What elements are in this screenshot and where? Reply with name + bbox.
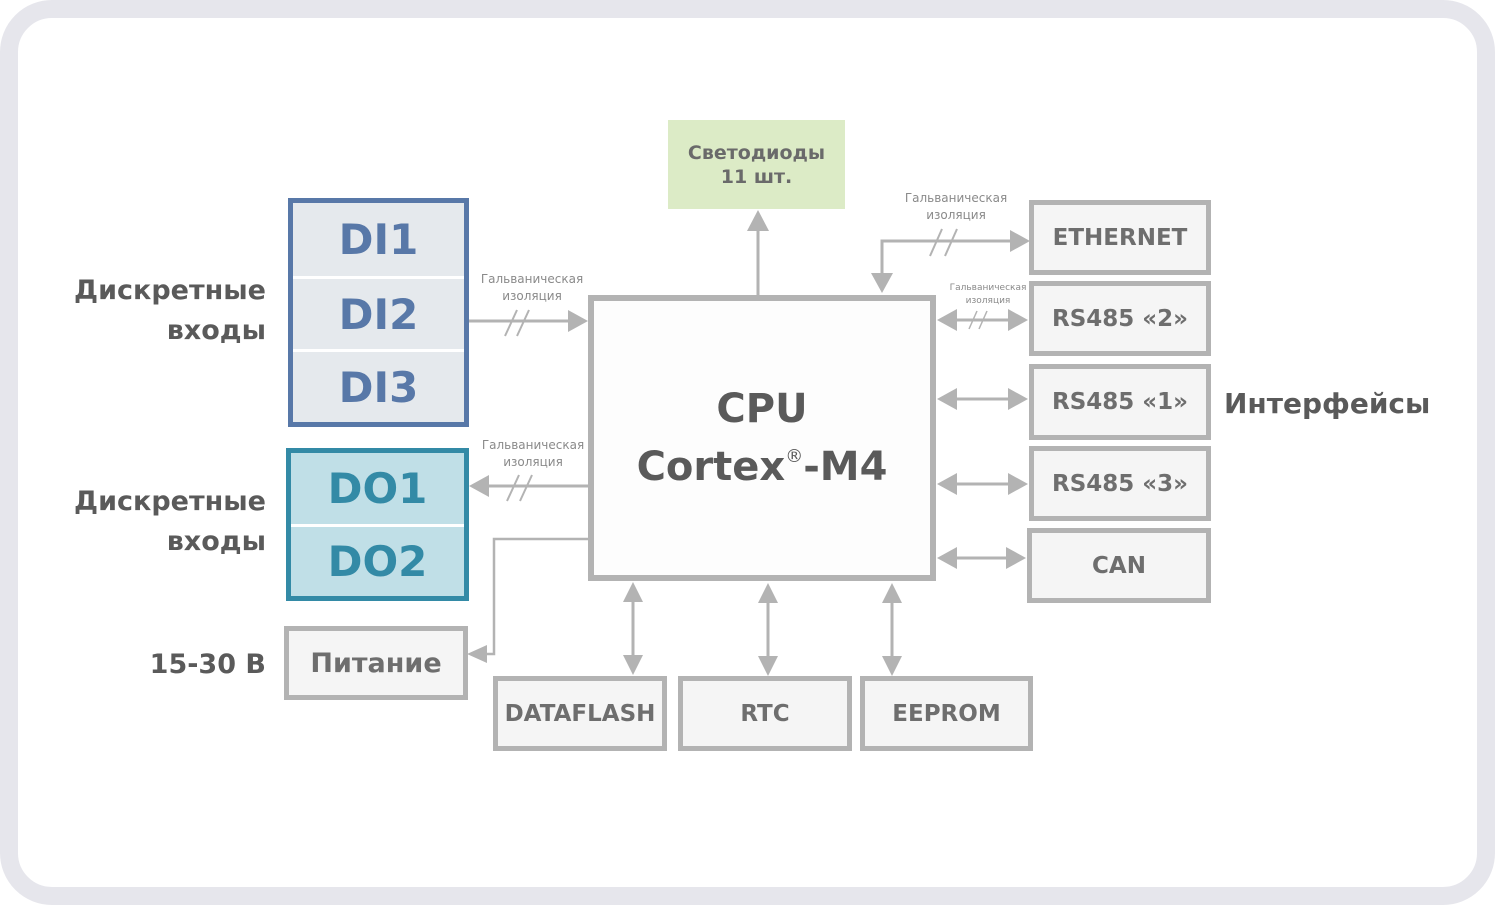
di-to-cpu-arrowhead xyxy=(568,310,588,332)
discrete-outputs-label: Дискретные входы xyxy=(46,482,266,562)
isolation-label-rs485-2: Гальваническая изоляция xyxy=(946,282,1030,308)
can-arrowhead-right xyxy=(1006,547,1026,569)
can-arrowhead-left xyxy=(937,547,957,569)
isolation-slash xyxy=(506,474,520,502)
rs485-3-arrowhead-left xyxy=(937,473,957,495)
leds-box: Светодиоды 11 шт. xyxy=(668,120,845,209)
discrete-outputs-label-line1: Дискретные xyxy=(74,486,266,517)
interface-rs485-3: RS485 «3» xyxy=(1029,446,1211,521)
power-arrowhead xyxy=(467,645,487,663)
isolation-slash xyxy=(978,310,988,330)
isolation-label-line1: Гальваническая xyxy=(904,191,1008,205)
rs485-2-arrowhead-right xyxy=(1008,309,1028,331)
rs485-3-arrowhead-right xyxy=(1008,473,1028,495)
isolation-slash xyxy=(516,309,530,337)
cpu-model: Cortex®-M4 xyxy=(637,433,888,491)
cpu-to-do-arrowhead xyxy=(469,475,489,497)
power-to-cpu-line xyxy=(485,537,588,656)
ethernet-arrowhead-right xyxy=(1010,230,1030,252)
discrete-inputs-block: DI1 DI2 DI3 xyxy=(288,198,469,427)
cpu-model-suffix: -M4 xyxy=(803,444,888,490)
isolation-slash xyxy=(944,228,958,257)
rs485-2-arrowhead-left xyxy=(937,309,957,331)
di-channel-1: DI1 xyxy=(338,215,419,264)
dataflash-arrowhead-up xyxy=(623,582,643,602)
power-box: Питание xyxy=(284,626,468,700)
interfaces-label: Интерфейсы xyxy=(1224,387,1431,420)
isolation-label-line2: изоляция xyxy=(926,208,986,222)
isolation-label-line1: Гальваническая xyxy=(480,272,584,286)
led-arrowhead xyxy=(747,210,769,231)
leds-count: 11 шт. xyxy=(720,165,793,188)
rtc-arrowhead-up xyxy=(758,583,778,603)
isolation-slash xyxy=(929,228,943,257)
rtc-arrowhead-down xyxy=(758,656,778,676)
ethernet-arrowhead-down xyxy=(871,273,893,293)
discrete-outputs-label-line2: входы xyxy=(166,526,266,557)
interface-rs485-1: RS485 «1» xyxy=(1029,364,1211,440)
isolation-label-line1: Гальваническая xyxy=(949,283,1027,293)
isolation-label-ethernet: Гальваническая изоляция xyxy=(902,190,1010,224)
isolation-label-di: Гальваническая изоляция xyxy=(478,271,586,305)
cpu-block: CPU Cortex®-M4 xyxy=(588,295,936,581)
do-channel-2: DO2 xyxy=(291,524,464,595)
dataflash-arrowhead-down xyxy=(623,655,643,675)
cpu-label: CPU xyxy=(716,386,808,432)
discrete-inputs-label-line2: входы xyxy=(166,315,266,346)
discrete-inputs-label-line1: Дискретные xyxy=(74,275,266,306)
rs485-1-arrowhead-right xyxy=(1008,388,1028,410)
eeprom-arrowhead-down xyxy=(882,656,902,676)
cpu-model-name: Cortex xyxy=(636,444,786,490)
isolation-label-line1: Гальваническая xyxy=(481,438,585,452)
eeprom-arrowhead-up xyxy=(882,583,902,603)
power-voltage-label: 15-30 В xyxy=(149,649,266,680)
discrete-outputs-block: DO1 DO2 xyxy=(286,448,469,601)
memory-rtc: RTC xyxy=(678,676,852,751)
di-channel-2: DI2 xyxy=(293,276,464,349)
isolation-label-line2: изоляция xyxy=(965,296,1011,306)
do-channel-1: DO1 xyxy=(327,464,428,513)
isolation-label-line2: изоляция xyxy=(503,455,563,469)
memory-dataflash: DATAFLASH xyxy=(493,676,667,751)
isolation-slash xyxy=(968,310,978,330)
leds-label: Светодиоды xyxy=(687,141,826,164)
di-channel-3: DI3 xyxy=(293,349,464,422)
isolation-slash xyxy=(504,309,518,337)
isolation-label-line2: изоляция xyxy=(502,289,562,303)
rs485-1-arrowhead-left xyxy=(937,388,957,410)
isolation-label-do: Гальваническая изоляция xyxy=(479,437,587,471)
interface-rs485-2: RS485 «2» xyxy=(1029,281,1211,356)
memory-eeprom: EEPROM xyxy=(860,676,1033,751)
registered-mark: ® xyxy=(785,446,804,467)
ethernet-line xyxy=(880,239,1012,275)
isolation-slash xyxy=(519,474,533,502)
discrete-inputs-label: Дискретные входы xyxy=(46,271,266,351)
interface-can: CAN xyxy=(1027,528,1211,603)
interface-ethernet: ETHERNET xyxy=(1029,200,1211,275)
